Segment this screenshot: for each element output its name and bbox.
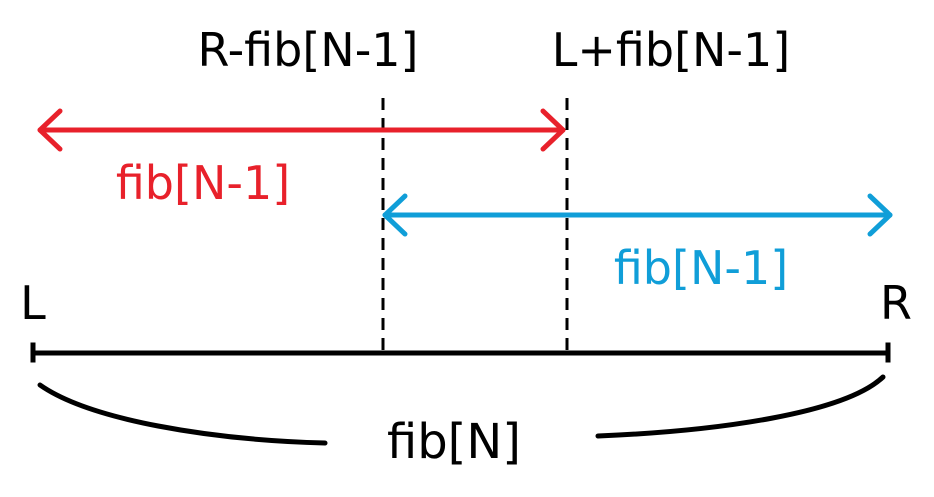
red-arrow-label: fib[N-1] [116, 156, 290, 210]
segment-l-r [30, 342, 891, 363]
right-end-label: R [880, 276, 912, 330]
blue-double-arrow [382, 193, 893, 237]
blue-arrow-label: fib[N-1] [614, 241, 788, 295]
brace-right-curve [595, 374, 886, 439]
red-double-arrow [37, 108, 566, 152]
brace-left-curve [37, 382, 328, 446]
brace-label: fib[N] [387, 414, 521, 470]
label-r-minus-fib: R-fib[N-1] [197, 23, 418, 77]
label-l-plus-fib: L+fib[N-1] [552, 23, 791, 77]
left-end-label: L [20, 276, 46, 330]
